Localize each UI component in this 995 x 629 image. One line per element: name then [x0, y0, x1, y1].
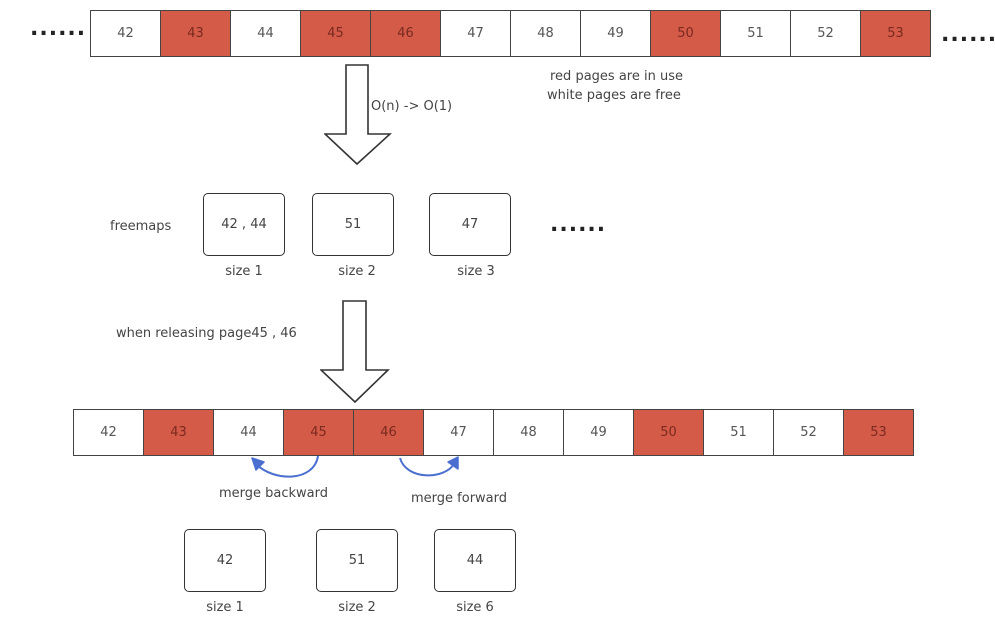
freemap-box: 42 , 44	[203, 193, 285, 256]
page-cell-47: 47	[440, 10, 511, 57]
down-arrow-icon	[320, 300, 390, 404]
down-arrow-icon	[324, 64, 392, 166]
page-cell-45: 45	[300, 10, 371, 57]
freemap-size-label: size 2	[338, 264, 376, 279]
page-cell-53: 53	[843, 409, 914, 456]
page-cell-44: 44	[213, 409, 284, 456]
freemap-box: 47	[429, 193, 511, 256]
legend-used: red pages are in use	[550, 69, 683, 84]
complexity-label: O(n) -> O(1)	[371, 99, 453, 114]
page-cell-49: 49	[580, 10, 651, 57]
freemap-size-label: size 3	[457, 264, 495, 279]
page-cell-51: 51	[720, 10, 791, 57]
freemaps-label: freemaps	[110, 219, 172, 234]
page-cell-45: 45	[283, 409, 354, 456]
page-cell-52: 52	[773, 409, 844, 456]
page-cell-46: 46	[370, 10, 441, 57]
page-cell-43: 43	[160, 10, 231, 57]
result-freemap-box: 44	[434, 529, 516, 592]
page-cell-52: 52	[790, 10, 861, 57]
page-cell-46: 46	[353, 409, 424, 456]
top-strip-leading-dots: ......	[30, 16, 87, 41]
page-cell-43: 43	[143, 409, 214, 456]
page-cell-44: 44	[230, 10, 301, 57]
freemaps-trailing-dots: ......	[550, 212, 607, 237]
top-strip-trailing-dots: ......	[941, 22, 995, 47]
result-freemap-box: 51	[316, 529, 398, 592]
page-cell-42: 42	[90, 10, 161, 57]
freemap-box: 51	[312, 193, 394, 256]
release-label: when releasing page45 , 46	[116, 326, 297, 341]
page-cell-50: 50	[633, 409, 704, 456]
result-freemap-size-label: size 6	[456, 600, 494, 615]
legend-free: white pages are free	[547, 88, 681, 103]
page-cell-47: 47	[423, 409, 494, 456]
merge-forward-label: merge forward	[411, 491, 508, 506]
page-cell-49: 49	[563, 409, 634, 456]
page-cell-42: 42	[73, 409, 144, 456]
page-cell-48: 48	[510, 10, 581, 57]
page-cell-48: 48	[493, 409, 564, 456]
result-freemap-size-label: size 1	[206, 600, 244, 615]
merge-backward-arrow-icon	[251, 455, 319, 478]
merge-backward-label: merge backward	[219, 486, 329, 501]
result-freemap-box: 42	[184, 529, 266, 592]
result-freemap-size-label: size 2	[338, 600, 376, 615]
freemap-size-label: size 1	[225, 264, 263, 279]
page-cell-51: 51	[703, 409, 774, 456]
page-cell-50: 50	[650, 10, 721, 57]
page-cell-53: 53	[860, 10, 931, 57]
merge-forward-arrow-icon	[399, 456, 459, 477]
